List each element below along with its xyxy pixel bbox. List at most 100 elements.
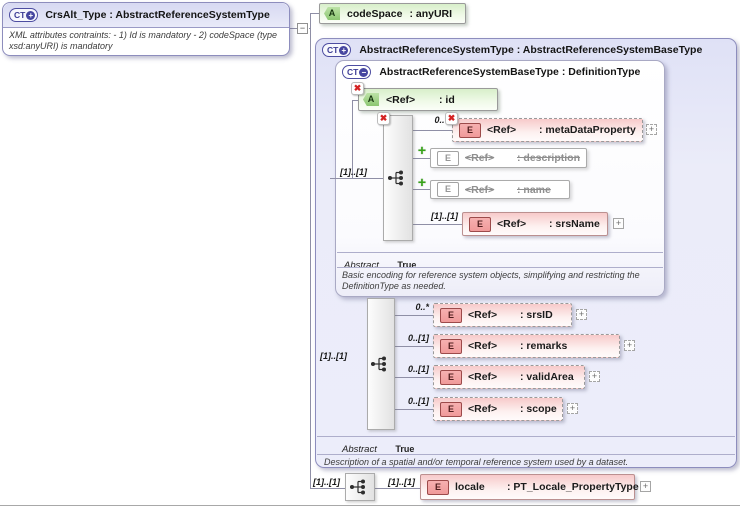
- cardinality-label: 0..[1]: [407, 364, 429, 374]
- expand-icon[interactable]: +: [576, 309, 587, 320]
- cardinality-label: [1]..[1]: [388, 477, 415, 487]
- connector-line: [330, 178, 383, 179]
- element-type: : name: [517, 183, 551, 196]
- divider: [337, 252, 663, 253]
- connector-line: [395, 315, 433, 316]
- element-icon: E: [440, 369, 462, 385]
- added-icon: +: [417, 174, 427, 190]
- element-type: : validArea: [520, 371, 574, 383]
- connector-trunk: [352, 100, 353, 178]
- type-title: AbstractReferenceSystemType : AbstractRe…: [359, 44, 703, 56]
- element-type: : metaDataProperty: [539, 124, 636, 136]
- divider: [317, 436, 735, 437]
- complextype-box-crsalt-type[interactable]: CT + CrsAlt_Type : AbstractReferenceSyst…: [2, 2, 290, 56]
- expand-icon[interactable]: +: [640, 481, 651, 492]
- cardinality-label: [1]..[1]: [340, 167, 367, 177]
- cardinality-label: 0..*: [415, 302, 429, 312]
- type-annotation: XML attributes contraints: - 1) Id is ma…: [9, 30, 277, 51]
- element-box-metadataproperty[interactable]: E <Ref> : metaDataProperty: [452, 118, 643, 142]
- abstract-label: Abstract: [344, 260, 379, 271]
- element-box-scope[interactable]: E <Ref> : scope: [433, 397, 563, 421]
- attribute-box-id[interactable]: A <Ref> : id: [358, 88, 498, 111]
- connector-line: [353, 100, 358, 101]
- prohibited-icon: ✖: [351, 82, 364, 95]
- element-name: <Ref>: [468, 309, 498, 321]
- element-type: : PT_Locale_PropertyType: [507, 481, 639, 493]
- expand-icon[interactable]: +: [589, 371, 600, 382]
- element-name: <Ref>: [497, 218, 527, 230]
- type-title: AbstractReferenceSystemBaseType : Defini…: [379, 66, 641, 78]
- element-icon: E: [427, 479, 449, 495]
- sequence-icon: [388, 170, 403, 186]
- connector-line: [290, 28, 298, 29]
- element-icon: E: [437, 150, 459, 166]
- attribute-icon: A: [324, 7, 340, 20]
- abstract-label: Abstract: [342, 444, 377, 455]
- cardinality-label: [1]..[1]: [320, 351, 347, 361]
- complextype-icon: CT −: [342, 65, 372, 79]
- prohibited-icon: ✖: [445, 112, 458, 125]
- expand-icon[interactable]: +: [646, 124, 657, 135]
- struck-label: <Ref> : description: [465, 152, 580, 164]
- element-icon: E: [440, 401, 462, 417]
- connector-line: [413, 158, 430, 159]
- attribute-box-codespace[interactable]: A codeSpace : anyURI: [319, 3, 466, 24]
- cardinality-label: 0..[1]: [407, 396, 429, 406]
- attribute-name: codeSpace: [347, 7, 403, 20]
- complextype-icon: CT +: [9, 8, 39, 22]
- connector-line: [413, 189, 430, 190]
- ct-badge-label: CT: [347, 67, 359, 77]
- connector-line: [395, 346, 433, 347]
- cardinality-label: [1]..[1]: [313, 477, 340, 487]
- type-title: CrsAlt_Type : AbstractReferenceSystemTyp…: [45, 9, 270, 21]
- divider: [337, 267, 663, 268]
- element-box-description[interactable]: E <Ref> : description: [430, 148, 587, 168]
- connector-line: [413, 224, 462, 225]
- ct-badge-label: CT: [327, 45, 339, 55]
- element-box-name[interactable]: E <Ref>: name: [430, 180, 570, 199]
- element-type: : description: [517, 152, 581, 164]
- attribute-type: : id: [439, 93, 455, 106]
- element-type: : scope: [520, 403, 557, 415]
- expand-icon[interactable]: +: [613, 218, 624, 229]
- element-icon: E: [437, 182, 459, 197]
- element-icon: E: [440, 307, 462, 323]
- element-box-locale[interactable]: E locale : PT_Locale_PropertyType: [420, 474, 639, 500]
- connector-line: [311, 488, 345, 489]
- connector-line: [395, 377, 433, 378]
- element-box-remarks[interactable]: E <Ref> : remarks: [433, 334, 620, 358]
- expand-op-icon: +: [26, 10, 36, 20]
- element-type: : remarks: [520, 340, 568, 352]
- struck-label: <Ref>: name: [465, 184, 551, 196]
- connector-line: [375, 488, 420, 489]
- abstract-value: True: [395, 444, 415, 454]
- element-box-srsname[interactable]: E <Ref> : srsName: [462, 212, 608, 236]
- collapse-toggle[interactable]: −: [297, 23, 308, 34]
- prohibited-icon: ✖: [377, 112, 390, 125]
- complextype-icon: CT +: [322, 43, 352, 57]
- cardinality-label: 0..*: [434, 115, 448, 125]
- connector-line: [395, 409, 433, 410]
- element-box-validarea[interactable]: E <Ref> : validArea: [433, 365, 585, 389]
- box-header: CT + CrsAlt_Type : AbstractReferenceSyst…: [3, 3, 289, 28]
- sequence-icon: [371, 356, 386, 372]
- abstract-row: Abstract True: [344, 255, 416, 273]
- sequence-icon: [350, 479, 365, 495]
- ct-badge-label: CT: [14, 10, 26, 20]
- abstract-value: True: [397, 260, 417, 270]
- attribute-type: : anyURI: [409, 7, 453, 20]
- added-icon: +: [417, 142, 427, 158]
- expand-icon[interactable]: +: [624, 340, 635, 351]
- element-type: : srsName: [549, 218, 600, 230]
- element-name: <Ref>: [487, 124, 517, 136]
- box-header: CT + AbstractReferenceSystemType : Abstr…: [316, 39, 736, 61]
- expand-op-icon: +: [339, 45, 349, 55]
- element-name: <Ref>: [468, 403, 498, 415]
- element-name: <Ref>: [465, 152, 495, 164]
- expand-icon[interactable]: +: [567, 403, 578, 414]
- element-type: : srsID: [520, 309, 553, 321]
- type-annotation: Basic encoding for reference system obje…: [342, 270, 640, 291]
- element-box-srsid[interactable]: E <Ref> : srsID: [433, 303, 572, 327]
- element-name: locale: [455, 481, 485, 493]
